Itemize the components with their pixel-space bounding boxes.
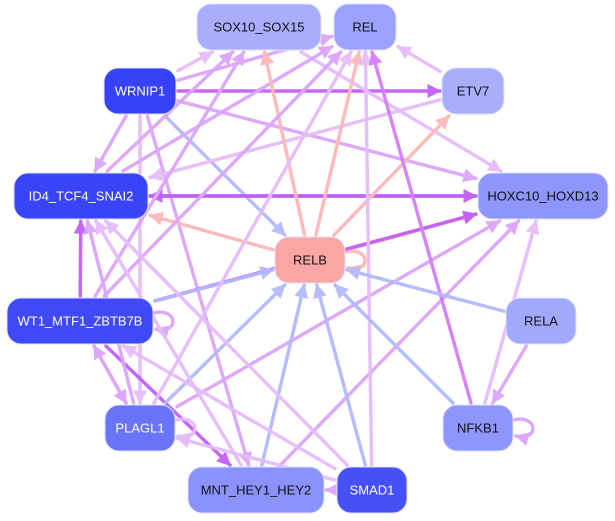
edge-smad1-to-rel [358, 50, 374, 467]
node-etv7[interactable]: ETV7 [441, 67, 505, 115]
edge-wrnip1-to-sox10_sox15 [176, 50, 215, 73]
edge-wt1_mtf1_zbtb7b-to-sox10_sox15 [93, 50, 246, 298]
node-label: RELB [293, 253, 327, 268]
node-smad1[interactable]: SMAD1 [336, 466, 408, 514]
node-wt1-mtf1-zbtb7b[interactable]: WT1_MTF1_ZBTB7B [6, 297, 154, 345]
edge-relb-to-etv7 [332, 114, 451, 237]
edge-smad1-to-relb [313, 283, 368, 467]
edge-smad1-to-wt1_mtf1_zbtb7b [121, 344, 337, 471]
edge-nfkb1-to-relb [333, 283, 455, 405]
node-box[interactable] [442, 404, 514, 452]
edge-rela-to-nfkb1 [490, 344, 529, 405]
node-rel[interactable]: REL [333, 3, 397, 51]
node-sox10-sox15[interactable]: SOX10_SOX15 [196, 3, 322, 51]
node-box[interactable] [441, 67, 505, 115]
node-box[interactable] [505, 297, 577, 345]
node-box[interactable] [274, 236, 346, 284]
edge-relb-to-rel [314, 50, 364, 237]
node-box[interactable] [13, 172, 149, 220]
node-hoxc10-hoxd13[interactable]: HOXC10_HOXD13 [477, 172, 609, 220]
node-nfkb1[interactable]: NFKB1 [442, 404, 514, 452]
node-box[interactable] [6, 297, 154, 345]
edge-wt1_mtf1_zbtb7b-to-id4_tcf4_snai2 [73, 219, 88, 298]
node-relb[interactable]: RELB [274, 236, 346, 284]
edge-rela-to-relb [345, 266, 506, 313]
edge-relb-to-id4_tcf4_snai2 [148, 211, 275, 252]
node-label: WT1_MTF1_ZBTB7B [18, 314, 143, 329]
node-label: SOX10_SOX15 [213, 20, 304, 35]
edge-relb-to-sox10_sox15 [260, 50, 307, 237]
edge-mnt_hey1_hey2-to-hoxc10_hoxd13 [278, 219, 521, 467]
edge-wrnip1-to-hoxc10_hoxd13 [176, 99, 478, 183]
node-wrnip1[interactable]: WRNIP1 [103, 67, 177, 115]
edge-wrnip1-to-id4_tcf4_snai2 [93, 114, 128, 173]
node-label: MNT_HEY1_HEY2 [201, 483, 312, 498]
edge-etv7-to-rel [396, 44, 442, 74]
node-label: SMAD1 [350, 483, 395, 498]
node-label: REL [352, 20, 377, 35]
edge-nfkb1-to-nfkb1 [511, 417, 535, 446]
node-box[interactable] [196, 3, 322, 51]
node-label: PLAGL1 [115, 421, 164, 436]
node-id4-tcf4-snai2[interactable]: ID4_TCF4_SNAI2 [13, 172, 149, 220]
node-mnt-hey1-hey2[interactable]: MNT_HEY1_HEY2 [187, 466, 325, 514]
node-box[interactable] [104, 404, 176, 452]
node-label: NFKB1 [457, 421, 499, 436]
edge-wt1_mtf1_zbtb7b-to-rel [102, 50, 343, 298]
node-box[interactable] [477, 172, 609, 220]
node-plagl1[interactable]: PLAGL1 [104, 404, 176, 452]
edge-plagl1-to-wt1_mtf1_zbtb7b [92, 344, 128, 405]
edge-id4_tcf4_snai2-to-rel [121, 44, 334, 173]
edge-mnt_hey1_hey2-to-id4_tcf4_snai2 [94, 219, 243, 467]
node-box[interactable] [187, 466, 325, 514]
edge-plagl1-to-rel [152, 50, 353, 405]
edge-smad1-to-id4_tcf4_snai2 [103, 219, 350, 467]
edge-mnt_hey1_hey2-to-relb [260, 283, 309, 467]
node-label: ETV7 [457, 84, 490, 99]
edge-plagl1-to-hoxc10_hoxd13 [175, 219, 502, 409]
node-rela[interactable]: RELA [505, 297, 577, 345]
node-label: WRNIP1 [115, 84, 166, 99]
node-label: ID4_TCF4_SNAI2 [29, 189, 134, 204]
node-box[interactable] [336, 466, 408, 514]
node-box[interactable] [103, 67, 177, 115]
node-box[interactable] [333, 3, 397, 51]
edge-wt1_mtf1_zbtb7b-to-relb [153, 266, 275, 303]
node-label: HOXC10_HOXD13 [487, 189, 598, 204]
edge-nfkb1-to-rel [368, 50, 473, 405]
node-label: RELA [524, 314, 558, 329]
edges-layer [73, 33, 540, 497]
edge-etv7-to-id4_tcf4_snai2 [148, 98, 442, 182]
edge-relb-to-relb [343, 249, 367, 278]
